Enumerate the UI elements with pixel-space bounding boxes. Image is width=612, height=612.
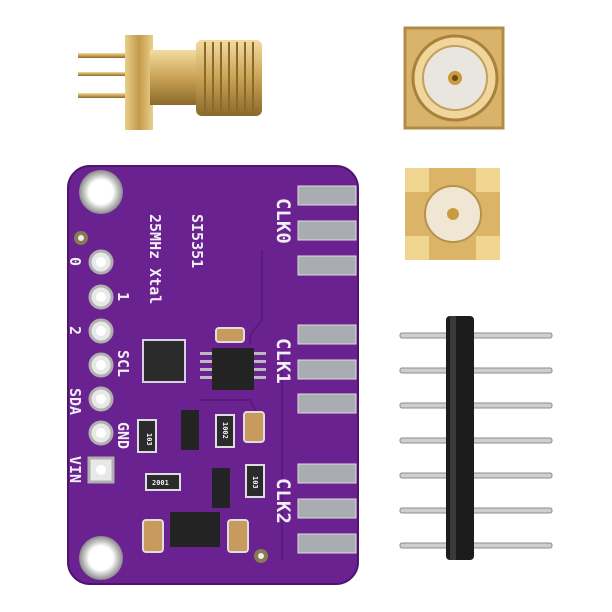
- mounting-hole: [79, 170, 123, 214]
- pin-label-scl: SCL: [114, 350, 132, 377]
- regulator: [181, 410, 199, 450]
- regulator: [212, 468, 230, 508]
- clk1-label: CLK1: [272, 338, 294, 384]
- resistor-code: 103: [251, 476, 259, 489]
- sma-connector-top: [403, 26, 505, 130]
- si5351-breakout-board: 103 1002 2001 103 SI5351 25MHz Xtal CLK0…: [66, 165, 359, 585]
- pin-label-0: 0: [66, 257, 84, 266]
- sma-connector-bottom: [405, 168, 500, 260]
- crystal: [142, 339, 186, 383]
- resistor-code: 103: [145, 433, 153, 446]
- crystal-label: 25MHz Xtal: [146, 214, 164, 304]
- pin-header-7: [399, 316, 553, 560]
- pin-label-2: 2: [66, 326, 84, 335]
- pin-label-vin: VIN: [66, 456, 84, 483]
- resistor-code: 1002: [221, 422, 229, 439]
- mounting-hole: [79, 536, 123, 580]
- chip-label: SI5351: [188, 214, 206, 268]
- pin-label-1: 1: [114, 292, 132, 301]
- si5351-chip: [212, 348, 254, 390]
- sma-connector-side: [78, 35, 262, 130]
- resistor-code: 2001: [152, 479, 169, 487]
- clk2-label: CLK2: [272, 478, 294, 524]
- pin-label-gnd: GND: [114, 422, 132, 449]
- clk0-label: CLK0: [272, 198, 294, 244]
- pin-label-sda: SDA: [66, 388, 84, 415]
